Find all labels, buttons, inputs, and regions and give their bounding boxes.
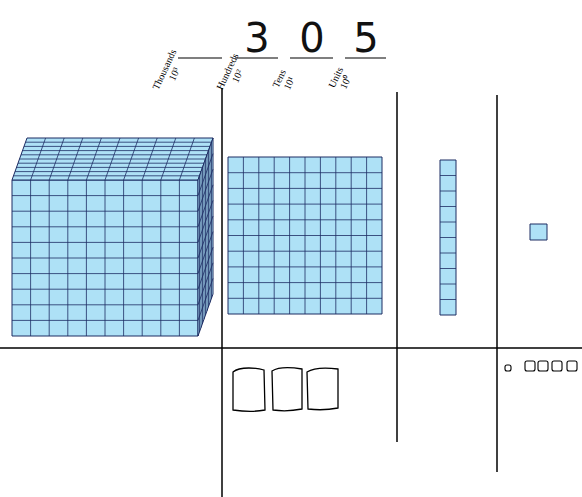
ten-rod-grid <box>440 284 456 285</box>
thousand-cube-top <box>12 138 213 180</box>
thousand-cube-face <box>12 180 198 336</box>
place-digit: 0 <box>289 18 335 58</box>
ten-rod-grid <box>440 237 456 238</box>
thousand-cube-side <box>198 138 213 336</box>
hundred-flat <box>228 157 382 314</box>
ten-rod-grid <box>440 253 456 254</box>
hundred-flat-grid <box>228 188 382 189</box>
thousand-cube-top-grid <box>18 163 204 164</box>
thousand-cube-top-grid <box>20 159 206 160</box>
drawn-unit <box>552 361 562 371</box>
thousand-cube-grid <box>12 242 198 243</box>
ten-rod-grid <box>440 299 456 300</box>
hundred-flat-grid <box>228 204 382 205</box>
ten-rod-grid <box>440 206 456 207</box>
column-heading: Tens10¹ <box>270 68 298 94</box>
thousand-cube-side-face <box>198 138 213 336</box>
thousand-cube-grid <box>12 304 198 305</box>
ten-rod-grid <box>440 268 456 269</box>
column-heading: Units10⁰ <box>326 65 355 94</box>
column-divider <box>496 95 498 472</box>
column-heading: Thousands10³ <box>150 47 188 96</box>
thousand-cube-top-grid <box>23 150 209 151</box>
ten-rod-face <box>440 160 456 315</box>
unit-cube <box>530 224 547 240</box>
thousand-cube-top-grid <box>21 154 207 155</box>
column-divider <box>396 92 398 442</box>
drawn-unit <box>538 361 548 371</box>
hundred-flat-face <box>228 157 382 314</box>
thousand-cube-grid <box>12 289 198 290</box>
drawn-unit <box>567 361 577 371</box>
thousand-cube-top-grid <box>26 142 212 143</box>
ten-rod-grid <box>440 191 456 192</box>
ten-rod-grid <box>440 222 456 223</box>
thousand-cube-top-grid <box>14 175 200 176</box>
thousand-cube-grid <box>12 226 198 227</box>
column-divider <box>0 347 582 349</box>
thousand-cube-side-grid <box>198 278 213 320</box>
answer-blank <box>178 57 222 58</box>
drawn-unit <box>525 361 535 371</box>
column-divider <box>221 88 223 497</box>
ten-rod-grid <box>440 175 456 176</box>
drawn-hundred <box>233 368 265 411</box>
hundred-flat-grid <box>228 298 382 299</box>
thousand-cube-top-face <box>12 138 213 180</box>
drawn-hundred <box>272 368 302 411</box>
drawn-unit <box>505 365 511 371</box>
thousand-cube-grid <box>12 320 198 321</box>
hundred-flat-grid <box>228 266 382 267</box>
thousand-cube-top-grid <box>15 171 201 172</box>
place-digit: 3 <box>234 18 280 58</box>
ten-rod <box>440 160 456 315</box>
unit-cube-face <box>530 224 547 240</box>
drawn-hundred <box>307 368 338 409</box>
hundred-flat-grid <box>228 282 382 283</box>
thousand-cube <box>12 180 198 336</box>
thousand-cube-grid <box>12 273 198 274</box>
thousand-cube-grid <box>12 195 198 196</box>
hundred-flat-grid <box>228 172 382 173</box>
thousand-cube-grid <box>12 211 198 212</box>
hundred-flat-grid <box>228 251 382 252</box>
place-digit: 5 <box>343 18 389 58</box>
thousand-cube-top-grid <box>17 167 203 168</box>
hundred-flat-grid <box>228 219 382 220</box>
thousand-cube-grid <box>12 258 198 259</box>
hundred-flat-grid <box>228 235 382 236</box>
thousand-cube-top-grid <box>24 146 210 147</box>
